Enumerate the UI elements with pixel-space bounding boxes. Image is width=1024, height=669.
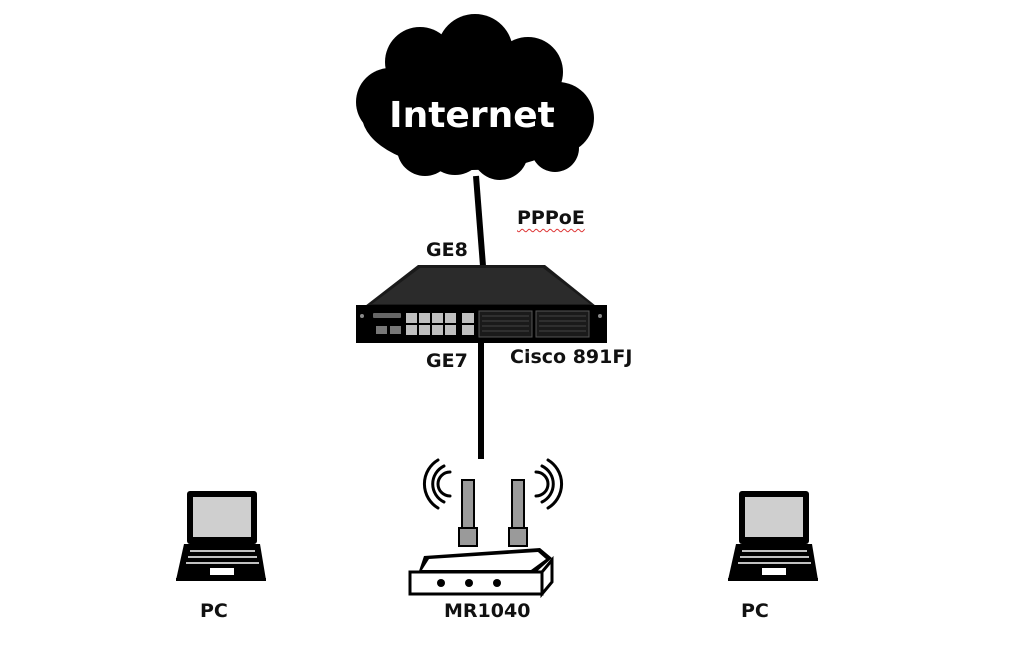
wan-port-label: GE8 bbox=[426, 239, 468, 261]
pc-right-label: PC bbox=[741, 600, 769, 622]
internet-label: Internet bbox=[389, 95, 555, 136]
pc-left-label: PC bbox=[200, 600, 228, 622]
pc-right-icon bbox=[728, 491, 818, 581]
access-point-label: MR1040 bbox=[444, 600, 531, 622]
access-point-icon bbox=[408, 458, 564, 599]
wan-link-line bbox=[473, 175, 486, 267]
router-icon bbox=[356, 265, 607, 343]
pc-left-icon bbox=[176, 491, 266, 581]
router-label: Cisco 891FJ bbox=[510, 346, 633, 368]
wan-protocol-label: PPPoE bbox=[517, 207, 585, 229]
internet-cloud-icon: Internet bbox=[356, 14, 594, 180]
lan-port-label: GE7 bbox=[426, 350, 468, 372]
